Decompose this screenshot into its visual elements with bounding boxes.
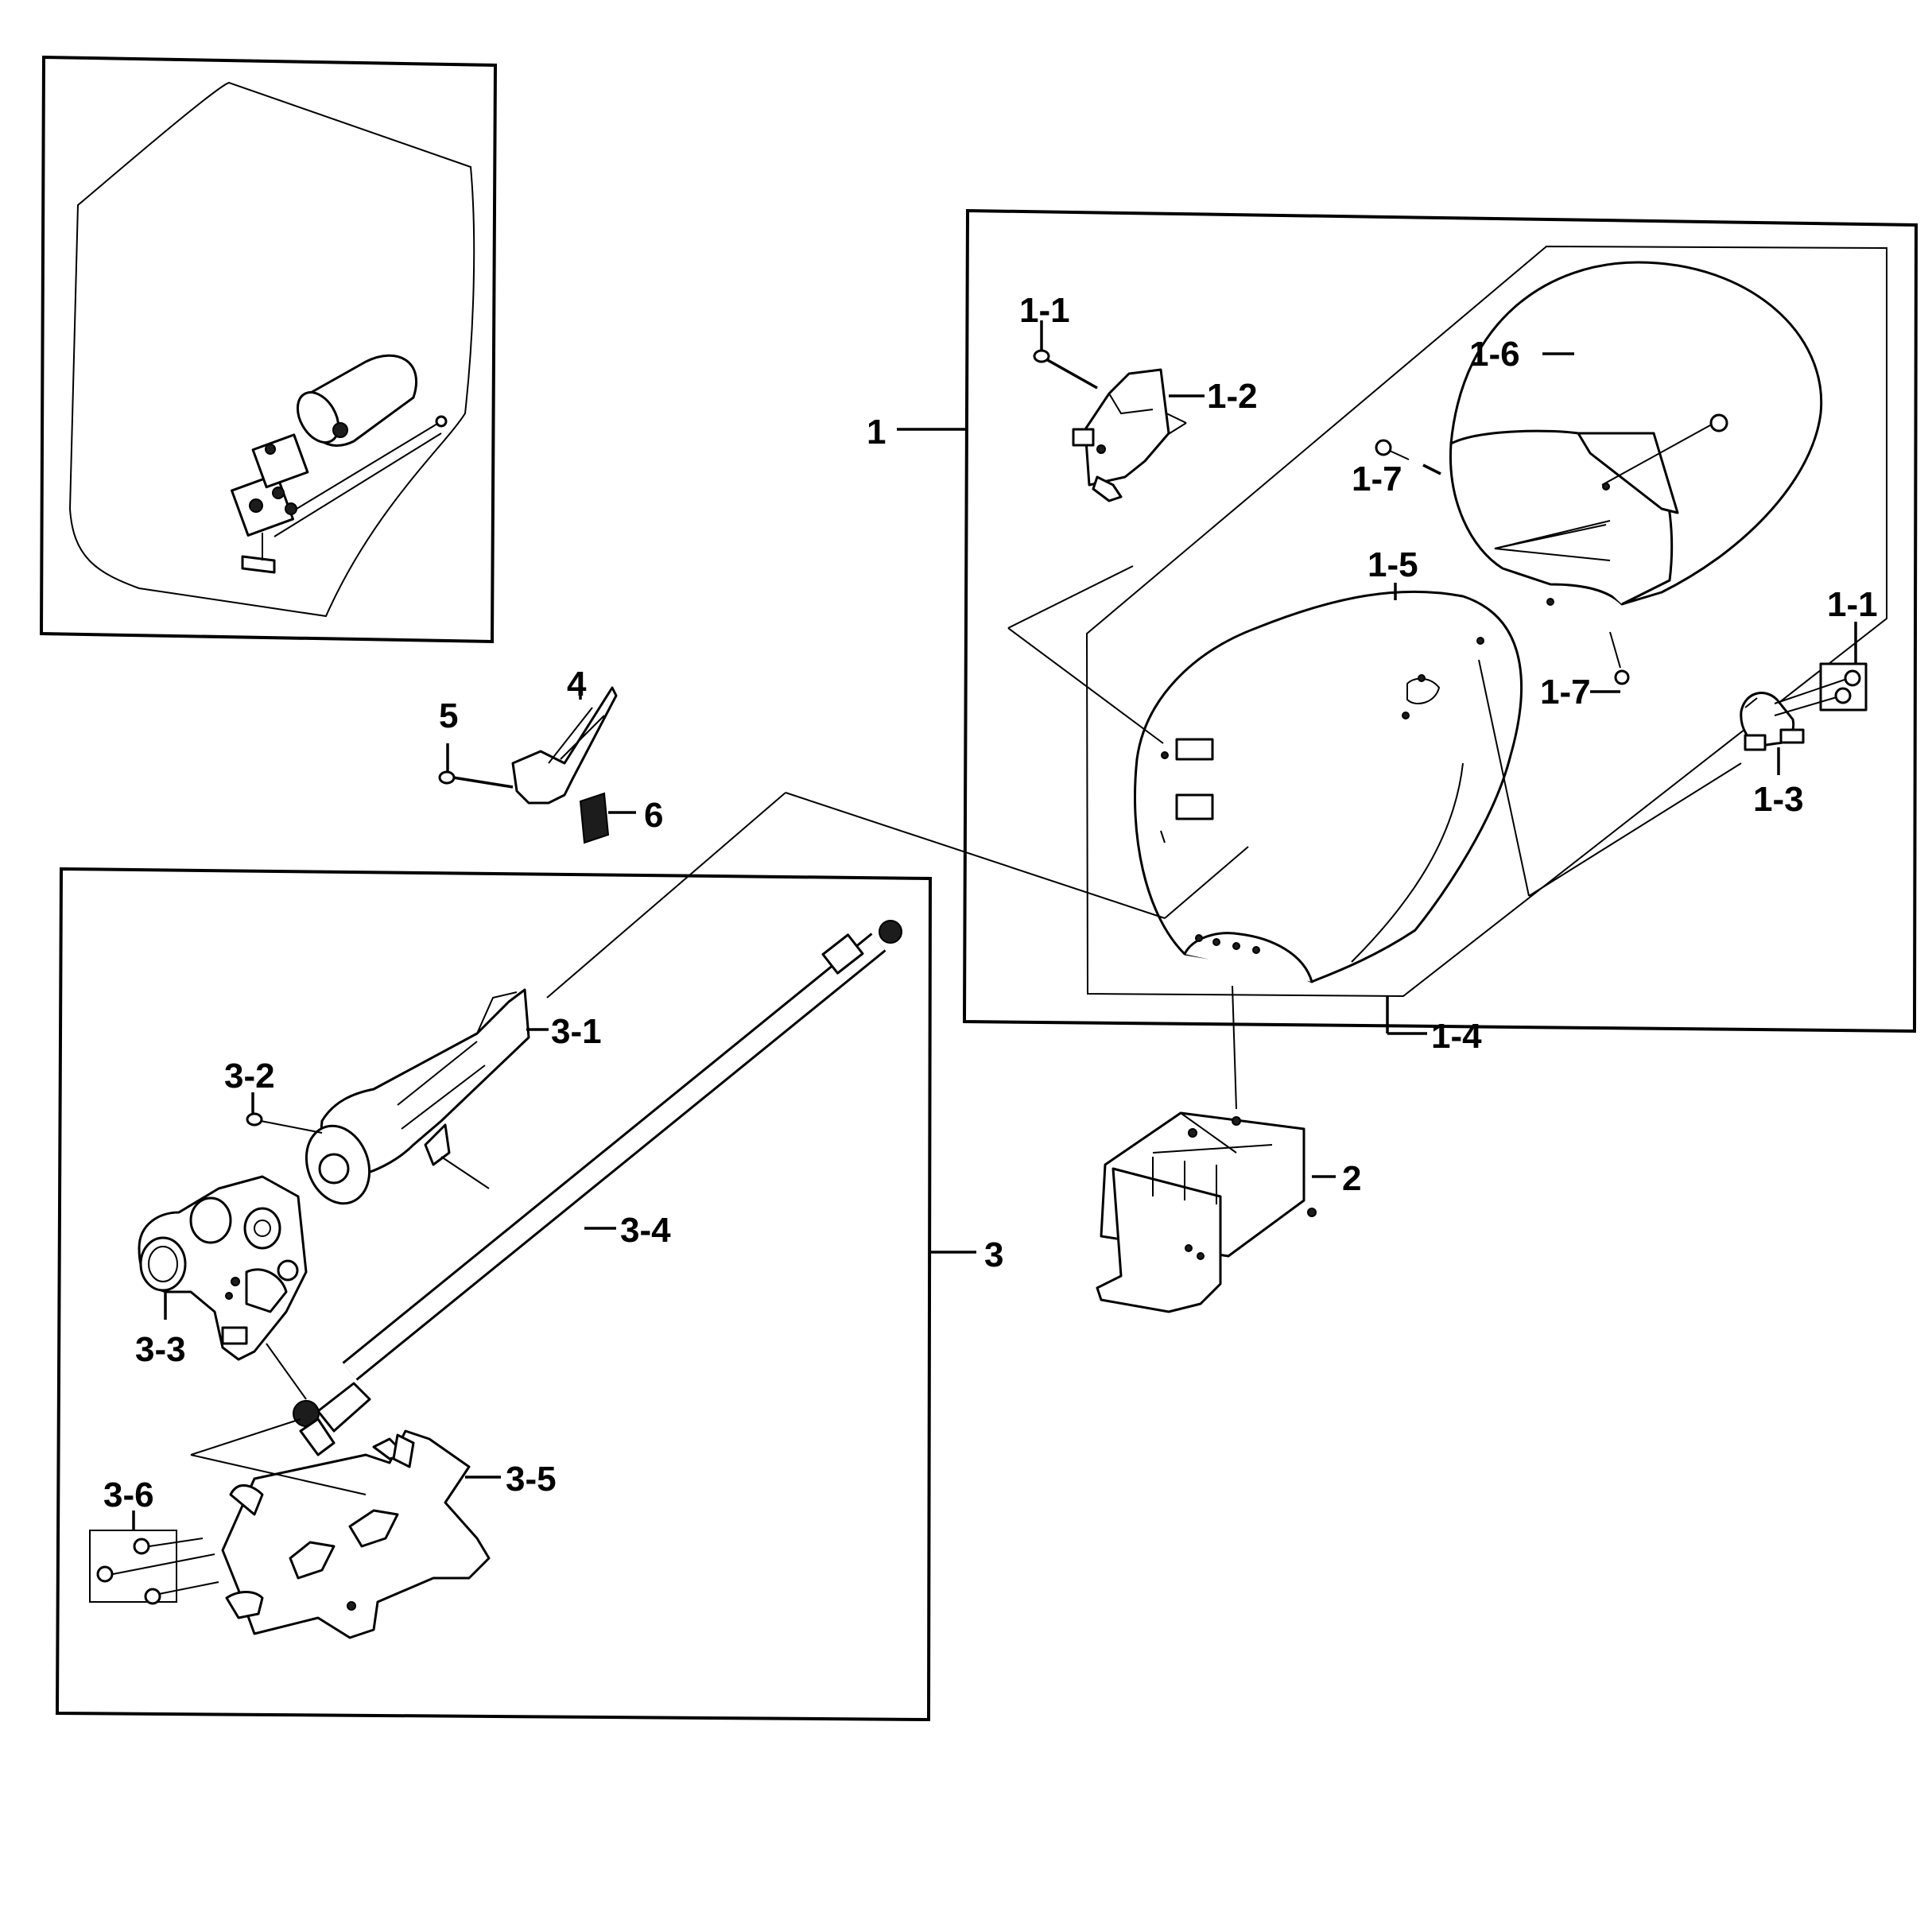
callout-1-5: 1-5 (1368, 545, 1418, 584)
callout-3-2: 3-2 (224, 1057, 275, 1096)
callout-2: 2 (1342, 1159, 1361, 1198)
heater-housing-1-6 (1449, 261, 1823, 606)
screw-5 (438, 770, 514, 789)
screw-1-6-top (1709, 413, 1728, 432)
callout-3-3: 3-3 (135, 1330, 186, 1369)
bracket-1-2 (1072, 368, 1170, 502)
callout-3-5: 3-5 (506, 1460, 557, 1499)
callout-1-6: 1-6 (1469, 335, 1520, 374)
callout-5: 5 (439, 696, 458, 735)
callout-3-1: 3-1 (551, 1012, 602, 1051)
gas-tube-3-4 (266, 920, 902, 1456)
part-4-bracket (511, 686, 618, 805)
assembled-burner-thumbnail (231, 354, 448, 574)
callout-1-7-lower: 1-7 (1540, 673, 1591, 712)
callout-6: 6 (644, 796, 663, 835)
bracket-2 (1096, 985, 1317, 1313)
gas-valve-3-3 (138, 1175, 308, 1361)
burner-tube-3-1 (305, 988, 530, 1205)
callout-1-2: 1-2 (1207, 377, 1258, 416)
callout-1: 1 (867, 413, 886, 452)
bracket-3-5 (221, 1429, 491, 1639)
screws-3-6 (89, 1530, 219, 1605)
assembly-3-guide-lines (190, 792, 1249, 1495)
callout-1-3: 1-3 (1753, 780, 1804, 819)
screw-1-7-lower (1609, 631, 1630, 685)
callout-1-7-upper: 1-7 (1352, 460, 1402, 498)
callout-1-1-top: 1-1 (1019, 291, 1070, 330)
thermostat-1-3 (1740, 662, 1868, 751)
callout-3-4: 3-4 (620, 1211, 671, 1250)
screw-3-2 (246, 1112, 323, 1134)
assembly-3-frame (55, 867, 933, 1722)
callout-4: 4 (567, 665, 587, 704)
pad-6 (579, 792, 610, 844)
overview-inset (39, 55, 498, 644)
leader-lines (132, 320, 1857, 1530)
heater-housing-1-5 (1134, 590, 1523, 983)
callout-labels: 1 1-1 1-2 1-6 1-7 1-5 1-1 1-7 1-3 1-4 2 … (103, 291, 1878, 1514)
assembly-1-guide-lines (1007, 401, 1742, 897)
callout-3-6: 3-6 (103, 1476, 154, 1514)
assembly-1-frame (962, 208, 1918, 1034)
callout-1-4: 1-4 (1431, 1017, 1482, 1056)
callout-3: 3 (984, 1235, 1003, 1274)
screw-1-7-upper (1375, 439, 1410, 460)
callout-1-1-right: 1-1 (1827, 585, 1878, 624)
screw-1-1-top (1033, 349, 1098, 390)
